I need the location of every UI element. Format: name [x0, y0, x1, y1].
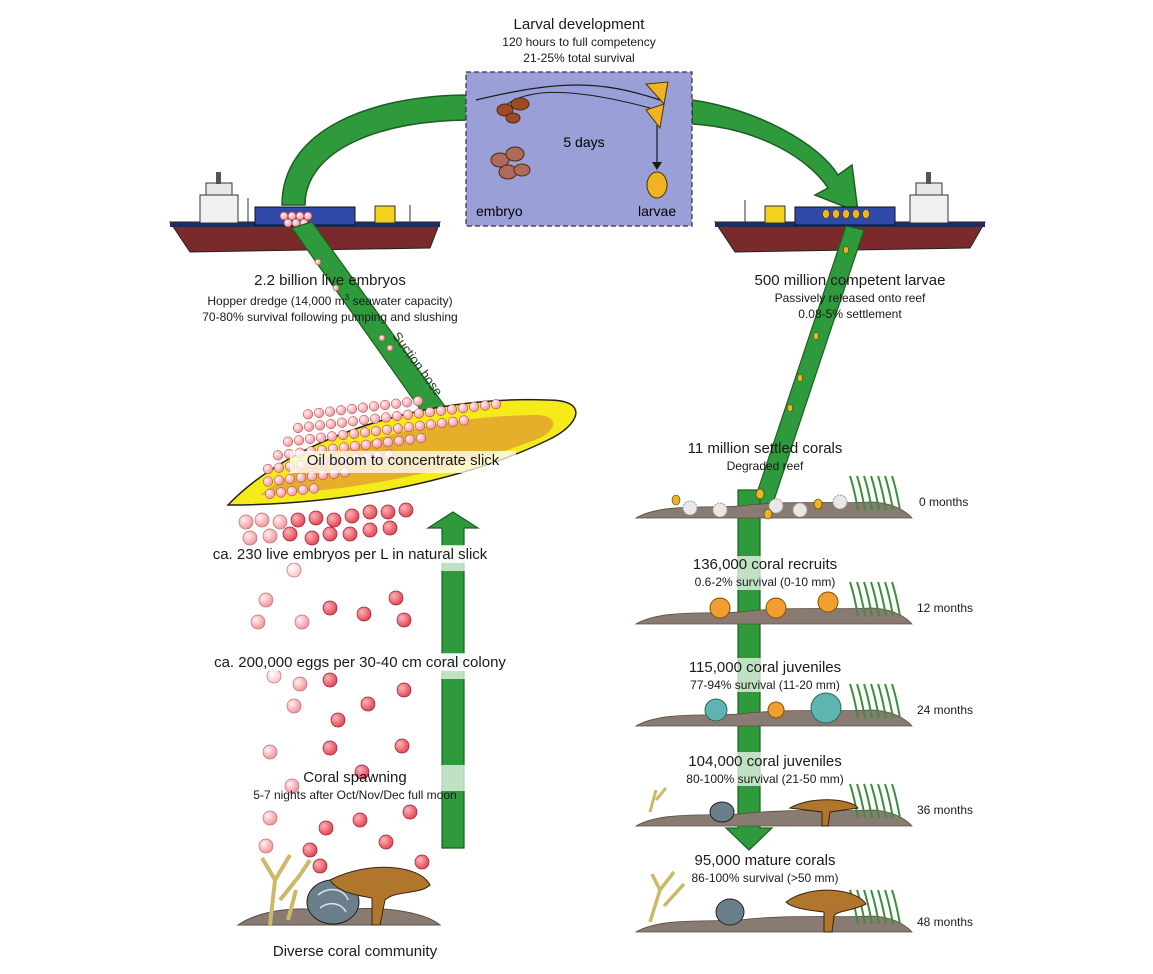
- larval-title: Larval development: [513, 16, 645, 33]
- deck-larvae: [822, 209, 870, 219]
- larva-icon: [644, 81, 669, 199]
- stage-0-month: 0 months: [919, 495, 969, 509]
- collection-line2: 70-80% survival following pumping and sl…: [202, 310, 458, 324]
- arrow-up-spawning: [425, 511, 481, 849]
- eggs-per-colony-label: ca. 200,000 eggs per 30-40 cm coral colo…: [190, 654, 530, 672]
- spawning-block: Coral spawning 5-7 nights after Oct/Nov/…: [200, 769, 510, 803]
- release-title: 500 million competent larvae: [754, 272, 946, 289]
- spawning-title: Coral spawning: [303, 769, 407, 786]
- stage-3: 104,000 coral juveniles 80-100% survival…: [686, 753, 844, 786]
- embryo-label: embryo: [476, 203, 523, 219]
- community-label: Diverse coral community: [272, 943, 438, 960]
- arrow-to-larval-box: [281, 94, 471, 206]
- stage-4: 95,000 mature corals 86-100% survival (>…: [691, 852, 839, 885]
- coral-community: [236, 853, 442, 926]
- spawning-line1: 5-7 nights after Oct/Nov/Dec full moon: [253, 788, 457, 802]
- reef-stages: [634, 475, 913, 933]
- stage-2: 115,000 coral juveniles 77-94% survival …: [688, 659, 842, 692]
- larval-header: Larval development 120 hours to full com…: [466, 16, 692, 66]
- release-line2: 0.08-5% settlement: [798, 307, 902, 321]
- deck-embryos: [279, 211, 313, 228]
- arrow-from-larval-box: [691, 99, 859, 214]
- slick-embryos: [262, 395, 502, 499]
- collection-line1: Hopper dredge (14,000 m3 seawater capaci…: [207, 293, 453, 308]
- duration-label: 5 days: [563, 134, 604, 150]
- release-block: 500 million competent larvae Passively r…: [700, 272, 1000, 322]
- stage-3-month: 36 months: [917, 803, 974, 817]
- collection-block: 2.2 billion live embryos Hopper dredge (…: [180, 272, 480, 325]
- stage-2-month: 24 months: [917, 703, 974, 717]
- embryo-icon: [490, 97, 531, 180]
- oil-boom-label: Oil boom to concentrate slick: [306, 452, 500, 469]
- stage-0: 11 million settled corals Degraded reef: [687, 440, 843, 473]
- collection-title: 2.2 billion live embryos: [254, 272, 406, 289]
- stage-1: 136,000 coral recruits 0.6-2% survival (…: [692, 556, 838, 589]
- release-line1: Passively released onto reef: [774, 291, 926, 305]
- larval-line1: 120 hours to full competency: [502, 35, 656, 49]
- falling-eggs: [238, 502, 430, 874]
- larval-line2: 21-25% total survival: [523, 51, 635, 65]
- slick-density-label: ca. 230 live embryos per L in natural sl…: [200, 546, 500, 564]
- larvae-label: larvae: [638, 203, 676, 219]
- stage-4-month: 48 months: [917, 915, 974, 929]
- stage-1-month: 12 months: [917, 601, 974, 615]
